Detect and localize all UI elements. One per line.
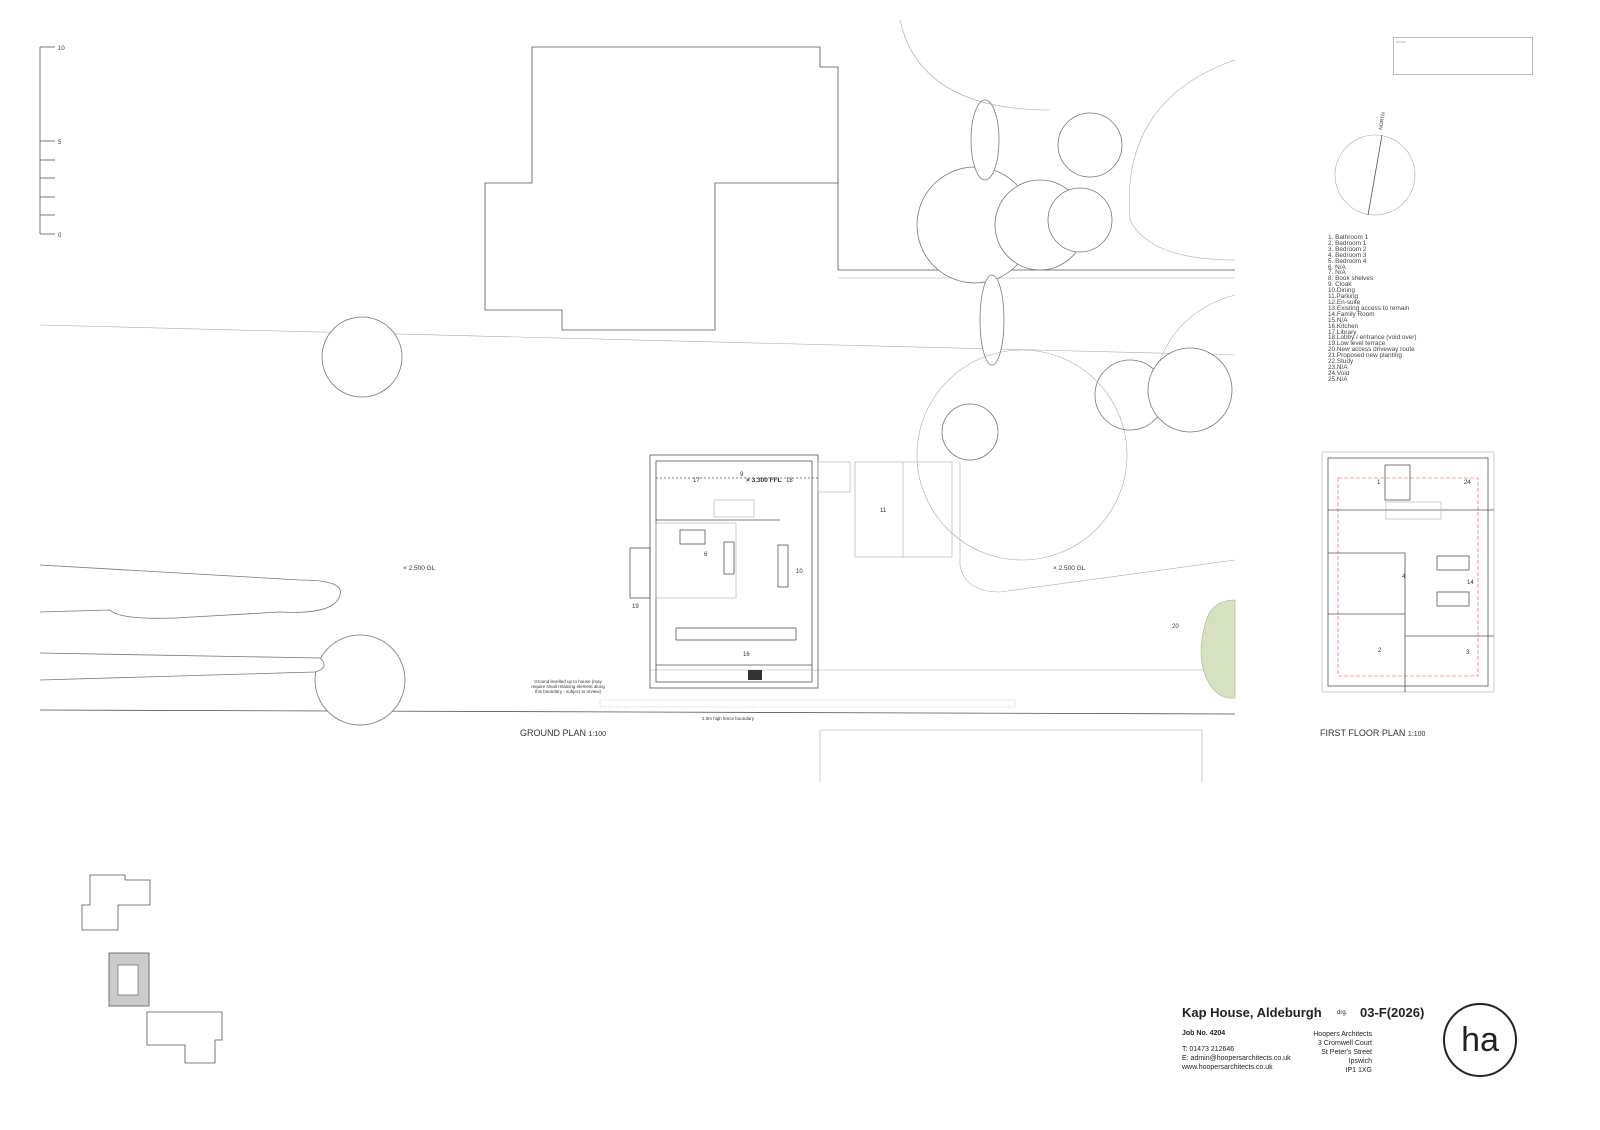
contact-details: T: 01473 212646 E: admin@hoopersarchitec…: [1182, 1045, 1291, 1072]
ground-note-line-1: Ground levelled up to house (may: [534, 679, 602, 684]
email-link[interactable]: E: admin@hoopersarchitects.co.uk: [1182, 1055, 1291, 1062]
legend-item: 5. Bedroom 4: [1328, 257, 1367, 265]
driveway: [959, 462, 1236, 593]
ground-plan-title: GROUND PLAN 1:100: [520, 728, 606, 738]
ground-floor-plan: [599, 454, 1016, 708]
room-18: 18: [786, 478, 793, 484]
south-outline: [819, 729, 1203, 782]
first-floor-plan-title: FIRST FLOOR PLAN 1:100: [1320, 728, 1425, 738]
address-line: 3 Cromwell Court: [1317, 1040, 1372, 1047]
company-logo: ha: [1443, 1003, 1517, 1077]
legend-item: 24.Void: [1328, 369, 1350, 377]
ff-room-1: 1: [1377, 480, 1381, 486]
legend-item: 23.N/A: [1328, 363, 1348, 371]
level-west: × 2.500 GL: [403, 565, 436, 572]
legend-item: 1. Bathroom 1: [1328, 234, 1369, 241]
level-east: × 2.500 GL: [1053, 565, 1086, 572]
neighbour-building: [484, 46, 839, 331]
room-20: 20: [1172, 624, 1179, 630]
legend-item: 22.Study: [1328, 358, 1354, 366]
ground-note-line-3: this boundary - subject to review): [535, 689, 602, 694]
address-line: IP1 1XG: [1345, 1067, 1372, 1074]
ff-room-14: 14: [1467, 580, 1474, 586]
legend-item: 25.N/A: [1328, 375, 1348, 383]
project-title: Kap House, Aldeburgh: [1182, 1005, 1322, 1020]
north-compass-icon: NORTH: [1334, 112, 1416, 216]
legend-item: 9. Cloak: [1328, 281, 1352, 289]
legend-item: 6. N/A: [1328, 263, 1346, 271]
scale-label-5: 5: [58, 140, 62, 146]
job-number: Job No. 4204: [1182, 1030, 1226, 1037]
room-9: 9: [740, 472, 744, 478]
legend-item: 17.Library: [1328, 328, 1357, 336]
tree-canopy-large: [916, 349, 1128, 561]
address-line: St Peter's Street: [1321, 1049, 1372, 1056]
room-16: 16: [743, 652, 750, 658]
north-label: NORTH: [1378, 112, 1387, 131]
ffl-level: × 3.300 FFL: [746, 477, 782, 484]
proposed-planting: [1200, 599, 1236, 699]
legend-item: 19.Low level terrace: [1328, 340, 1386, 348]
trees: [314, 19, 1236, 726]
website-link[interactable]: www.hoopersarchitects.co.uk: [1182, 1064, 1273, 1071]
legend-item: 11.Parking: [1328, 293, 1359, 301]
legend-item: 4. Bedroom 3: [1328, 251, 1367, 259]
legend-item: 7. N/A: [1328, 269, 1346, 277]
room-6: 6: [704, 552, 708, 558]
legend-item: 10.Dining: [1328, 287, 1356, 295]
legend-item: 12.En-suite: [1328, 298, 1361, 306]
drawing-number: 03-F(2026): [1360, 1005, 1425, 1020]
key-plans: [81, 874, 223, 1064]
site-boundary-north: [39, 324, 1236, 356]
scale-label-10: 10: [58, 46, 65, 52]
ff-room-24: 24: [1464, 480, 1471, 486]
room-11: 11: [880, 508, 887, 514]
ground-note-line-2: require small retaining element along: [531, 684, 605, 689]
room-legend: 1. Bathroom 1 2. Bedroom 1 3. Bedroom 2 …: [1328, 234, 1417, 383]
drg-label: drg.: [1337, 1010, 1348, 1016]
legend-item: 3. Bedroom 2: [1328, 245, 1367, 253]
legend-item: 20.New access driveway route: [1328, 346, 1415, 354]
site-boundary-south: [39, 709, 1236, 715]
address-line: Ipswich: [1348, 1058, 1372, 1065]
legend-item: 18.Lobby / entrance (void over): [1328, 334, 1417, 342]
scale-bar: 10 5 0: [39, 46, 65, 239]
scale-label-0: 0: [58, 233, 62, 239]
notes-heading: NOTES: [1396, 40, 1407, 44]
address-line: Hoopers Architects: [1313, 1031, 1372, 1038]
phone: T: 01473 212646: [1182, 1046, 1235, 1053]
legend-item: 15.N/A: [1328, 316, 1348, 324]
hedges: [39, 564, 341, 681]
ff-room-3: 3: [1466, 650, 1470, 656]
ff-room-4: 4: [1402, 574, 1406, 580]
first-floor-plan-drawing: [1321, 451, 1495, 693]
legend-item: 14.Family Room: [1328, 310, 1375, 318]
legend-item: 21.Proposed new planting: [1328, 352, 1402, 360]
legend-item: 2. Bedroom 1: [1328, 239, 1367, 247]
fence-note: 2.0m high fence boundary: [702, 716, 755, 721]
room-17: 17: [693, 478, 700, 484]
room-10: 10: [796, 569, 803, 575]
notes-box: NOTES: [1393, 37, 1533, 75]
room-19: 19: [632, 604, 639, 610]
legend-item: 13.Existing access to remain: [1328, 304, 1410, 312]
legend-item: 16.Kitchen: [1328, 322, 1359, 330]
address: Hoopers Architects 3 Cromwell Court St P…: [1282, 1030, 1372, 1075]
legend-item: 8. Book shelves: [1328, 275, 1374, 283]
ff-room-2: 2: [1378, 648, 1382, 654]
